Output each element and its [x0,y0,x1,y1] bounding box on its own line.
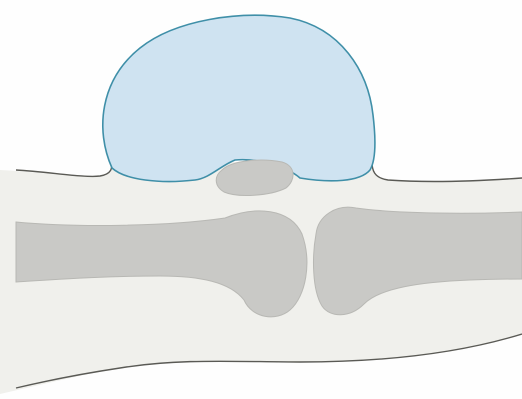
soft-tissue-top-edge-right [372,162,522,181]
cyst [103,15,375,181]
